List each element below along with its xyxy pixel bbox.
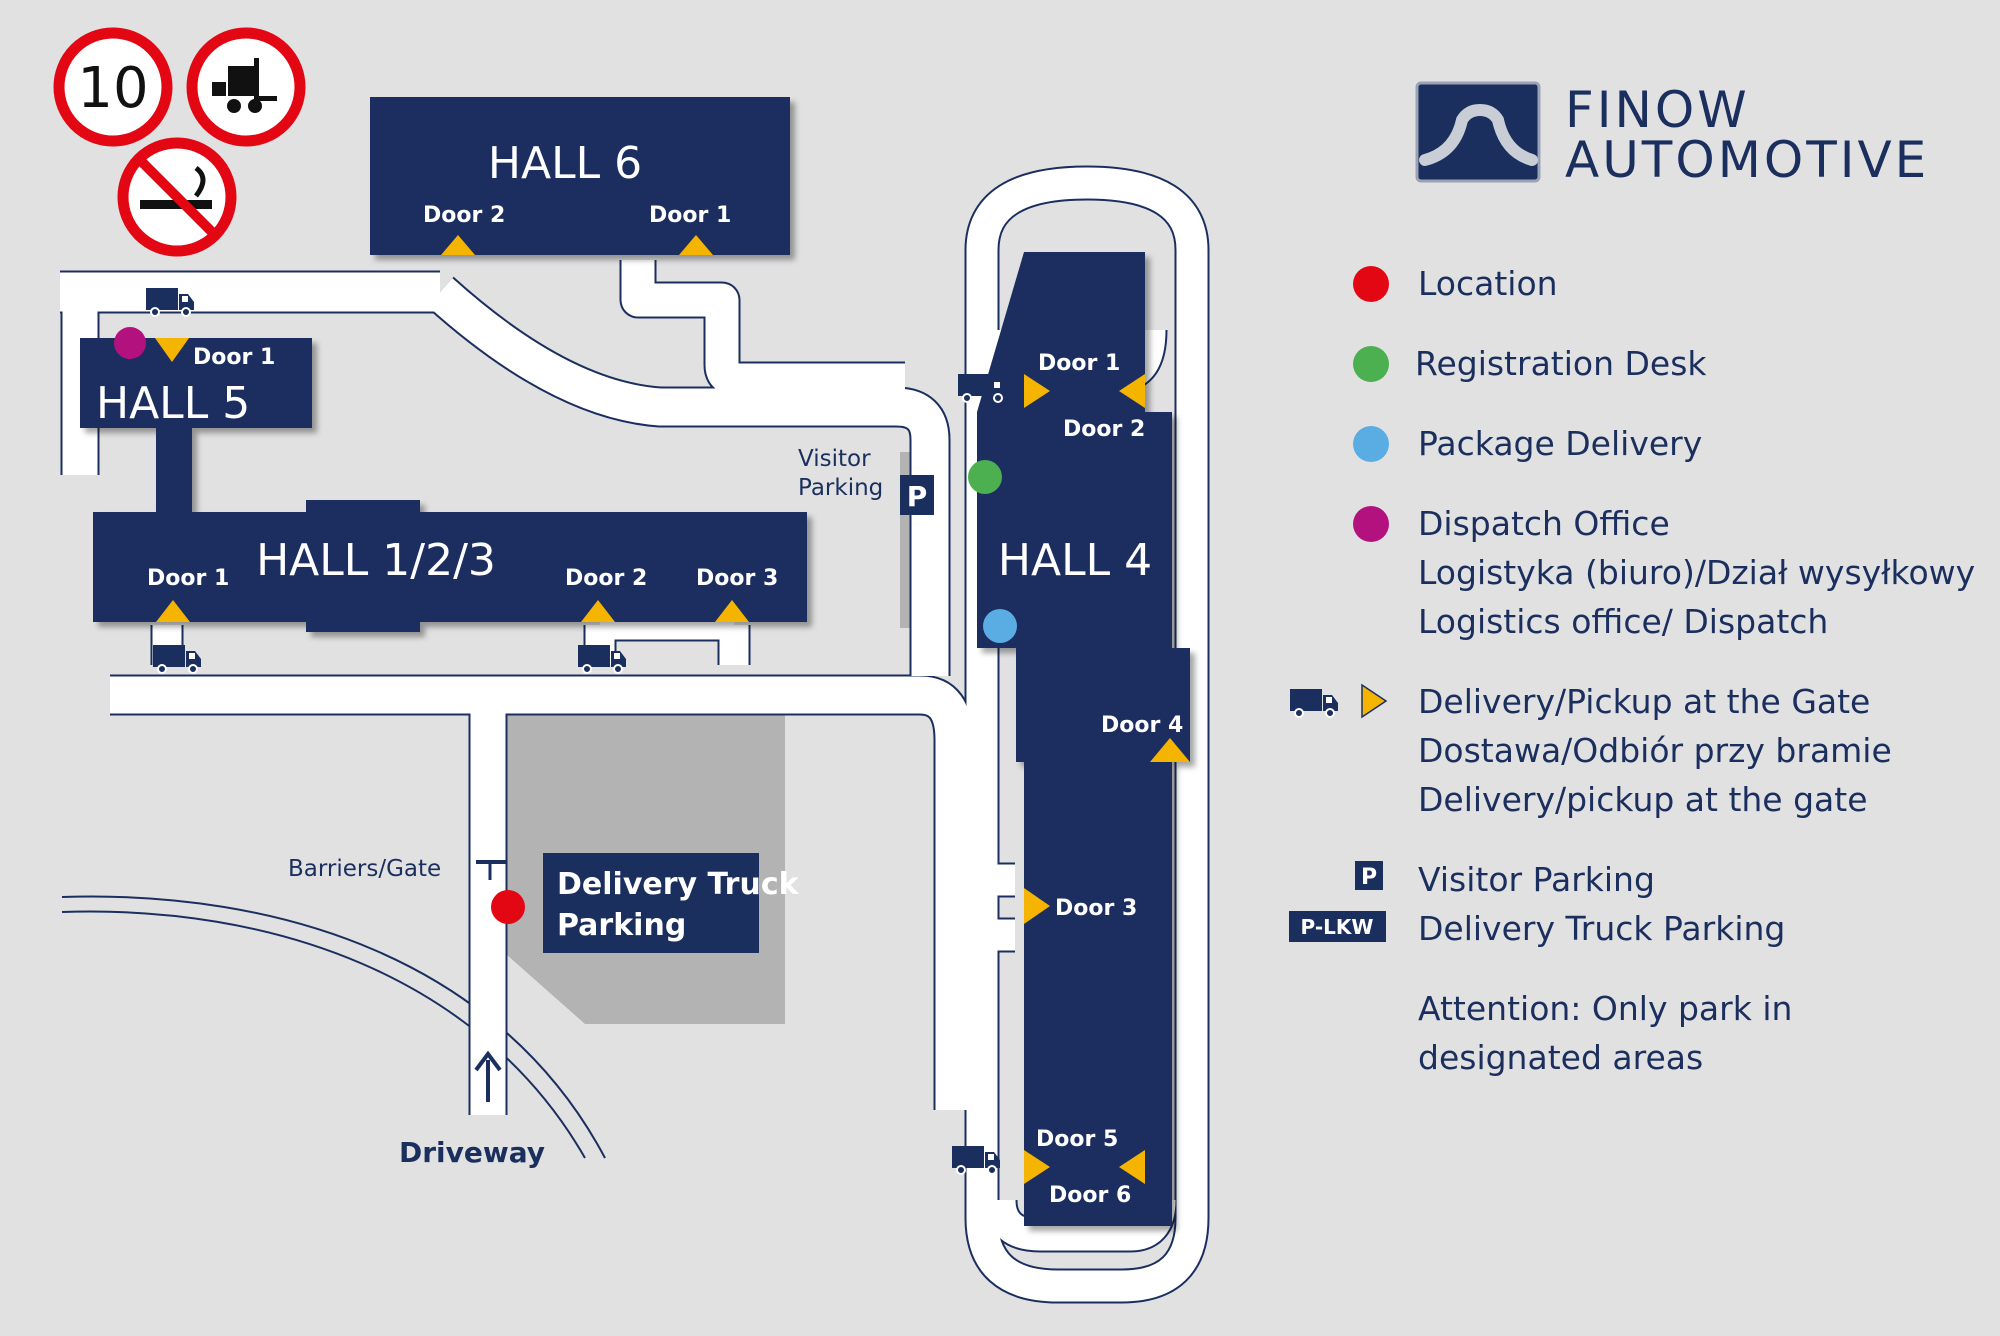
- hall-5-link: [156, 428, 192, 516]
- brand-line2: AUTOMOTIVE: [1565, 131, 1930, 189]
- dispatch-office-marker[interactable]: [114, 327, 146, 359]
- driveway-label: Driveway: [399, 1136, 545, 1169]
- truck-parking-line1: Delivery Truck: [557, 867, 800, 902]
- markers: [114, 327, 1017, 924]
- forklift-icon: [186, 27, 306, 147]
- brand-line1: FINOW: [1565, 81, 1750, 139]
- hall-4-door-2-label: Door 2: [1063, 417, 1145, 442]
- hall-123-door-2-arrow: [581, 600, 615, 622]
- hall-123-door-2-label: Door 2: [565, 566, 647, 591]
- hall-4-door-3-arrow: [1024, 888, 1050, 924]
- roads: [60, 165, 1210, 1304]
- brand-logo-icon: [1415, 81, 1541, 183]
- legend-p-badge-label: P: [1361, 865, 1377, 890]
- hall-5-title: HALL 5: [96, 378, 250, 429]
- location-marker[interactable]: [491, 890, 525, 924]
- legend-p-badge: [1355, 861, 1383, 890]
- legend-attention-line2: designated areas: [1418, 1038, 1704, 1077]
- parking-sign-label: P: [907, 480, 928, 513]
- door-arrows: [155, 235, 1190, 1184]
- hall-6-title: HALL 6: [488, 138, 642, 189]
- traffic-signs: 10: [53, 27, 306, 257]
- legend-dispatch-icon: [1353, 506, 1389, 542]
- legend-delivery-pl: Dostawa/Odbiór przy bramie: [1418, 731, 1892, 770]
- buildings: [80, 97, 1190, 1226]
- hall-123-door-3-arrow: [715, 600, 749, 622]
- hall-6-door-1-arrow: [679, 235, 713, 255]
- railway: [61, 895, 606, 1159]
- legend-package-icon: [1353, 426, 1389, 462]
- hall-5-door-1-label: Door 1: [193, 345, 275, 370]
- legend-registration-icon: [1353, 346, 1389, 382]
- visitor-parking-line2: Parking: [798, 475, 883, 501]
- truck-parking-box[interactable]: [543, 853, 759, 953]
- registration-desk-marker[interactable]: [968, 460, 1002, 494]
- hall-6-door-2-arrow: [441, 235, 475, 255]
- hall-6-building[interactable]: [370, 97, 790, 255]
- hall-4-door-4-label: Door 4: [1101, 713, 1183, 738]
- brand-name: FINOW AUTOMOTIVE: [1565, 85, 1929, 185]
- hall-4-door-3-label: Door 3: [1055, 896, 1137, 921]
- hall-4-title: HALL 4: [998, 535, 1152, 586]
- hall-6-door-1-label: Door 1: [649, 203, 731, 228]
- truck-parking-line2: Parking: [557, 908, 686, 943]
- driveway-arrow-icon: [474, 1050, 502, 1102]
- hall-4-door-5-arrow: [1024, 1150, 1050, 1184]
- speed-limit-sign: 10: [53, 27, 173, 147]
- legend-delivery: Delivery/Pickup at the Gate: [1418, 682, 1871, 721]
- legend-icons: P P-LKW: [1289, 266, 1389, 942]
- hall-4-door-1-arrow: [1024, 374, 1050, 408]
- hall-123-door-3-label: Door 3: [696, 566, 778, 591]
- visitor-parking-line1: Visitor: [798, 446, 871, 472]
- legend-visitor-parking: Visitor Parking: [1418, 860, 1655, 899]
- legend-package: Package Delivery: [1418, 424, 1703, 463]
- hall-123-building[interactable]: [93, 500, 807, 632]
- legend-dispatch: Dispatch Office: [1418, 504, 1670, 543]
- hall-123-door-1-arrow: [156, 600, 190, 622]
- speed-limit-value: 10: [77, 56, 148, 121]
- hall-4-door-6-arrow: [1119, 1150, 1145, 1184]
- legend-arrow-icon: [1361, 683, 1388, 719]
- hall-4-door-1-label: Door 1: [1038, 351, 1120, 376]
- parking-sign: [900, 475, 934, 515]
- door-labels: Door 2 Door 1 Door 1 Door 1 Door 2 Door …: [147, 203, 1183, 1208]
- legend-plkw-badge: [1289, 911, 1386, 942]
- package-delivery-marker[interactable]: [983, 609, 1017, 643]
- hall-5-door-1-arrow: [155, 338, 189, 362]
- no-smoking-icon: [117, 137, 237, 257]
- hall-4-door-5-label: Door 5: [1036, 1127, 1118, 1152]
- legend-delivery-en: Delivery/pickup at the gate: [1418, 780, 1868, 819]
- legend-location: Location: [1418, 264, 1558, 303]
- legend-dispatch-pl: Logistyka (biuro)/Dział wysyłkowy: [1418, 553, 1976, 592]
- legend-registration: Registration Desk: [1415, 344, 1707, 383]
- hall-6-door-2-label: Door 2: [423, 203, 505, 228]
- hall-4-door-6-label: Door 6: [1049, 1183, 1131, 1208]
- hall-123-door-1-label: Door 1: [147, 566, 229, 591]
- barrier-gate: [476, 860, 506, 880]
- hall-labels: HALL 6 HALL 5 HALL 1/2/3 HALL 4: [96, 138, 1152, 586]
- hall-4-door-4-arrow: [1150, 738, 1190, 762]
- legend-attention-line1: Attention: Only park in: [1418, 989, 1793, 1028]
- legend-dispatch-en: Logistics office/ Dispatch: [1418, 602, 1829, 641]
- legend-plkw-badge-label: P-LKW: [1301, 915, 1374, 939]
- legend-location-icon: [1353, 266, 1389, 302]
- legend-truck-parking: Delivery Truck Parking: [1418, 909, 1786, 948]
- hall-4-door-2-arrow: [1119, 374, 1145, 408]
- barriers-gate-label: Barriers/Gate: [288, 856, 441, 882]
- hall-123-title: HALL 1/2/3: [256, 535, 496, 586]
